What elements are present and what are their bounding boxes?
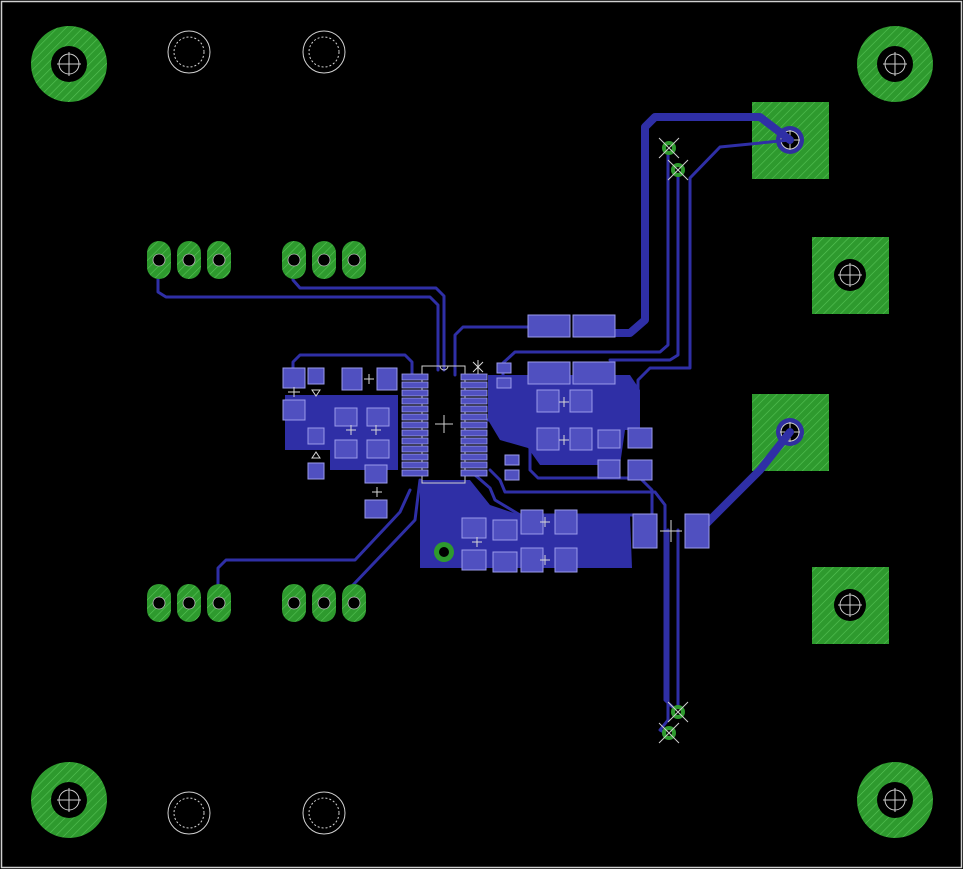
copper-traces: [156, 113, 794, 737]
mounting-hole-icon[interactable]: [31, 26, 107, 102]
header-pin-icon[interactable]: [147, 241, 366, 622]
square-pad-icon[interactable]: [812, 237, 889, 314]
npth-hole-icon: [167, 30, 346, 835]
mounting-hole-icon[interactable]: [31, 762, 107, 838]
via-marker-icon: [658, 137, 689, 744]
mounting-hole-icon[interactable]: [857, 762, 933, 838]
silkscreen: [288, 360, 682, 565]
ic-footprint-icon[interactable]: [401, 365, 488, 484]
mounting-hole-icon[interactable]: [857, 26, 933, 102]
square-pad-icon[interactable]: [812, 567, 889, 644]
smd-pad-icon[interactable]: [282, 314, 710, 573]
